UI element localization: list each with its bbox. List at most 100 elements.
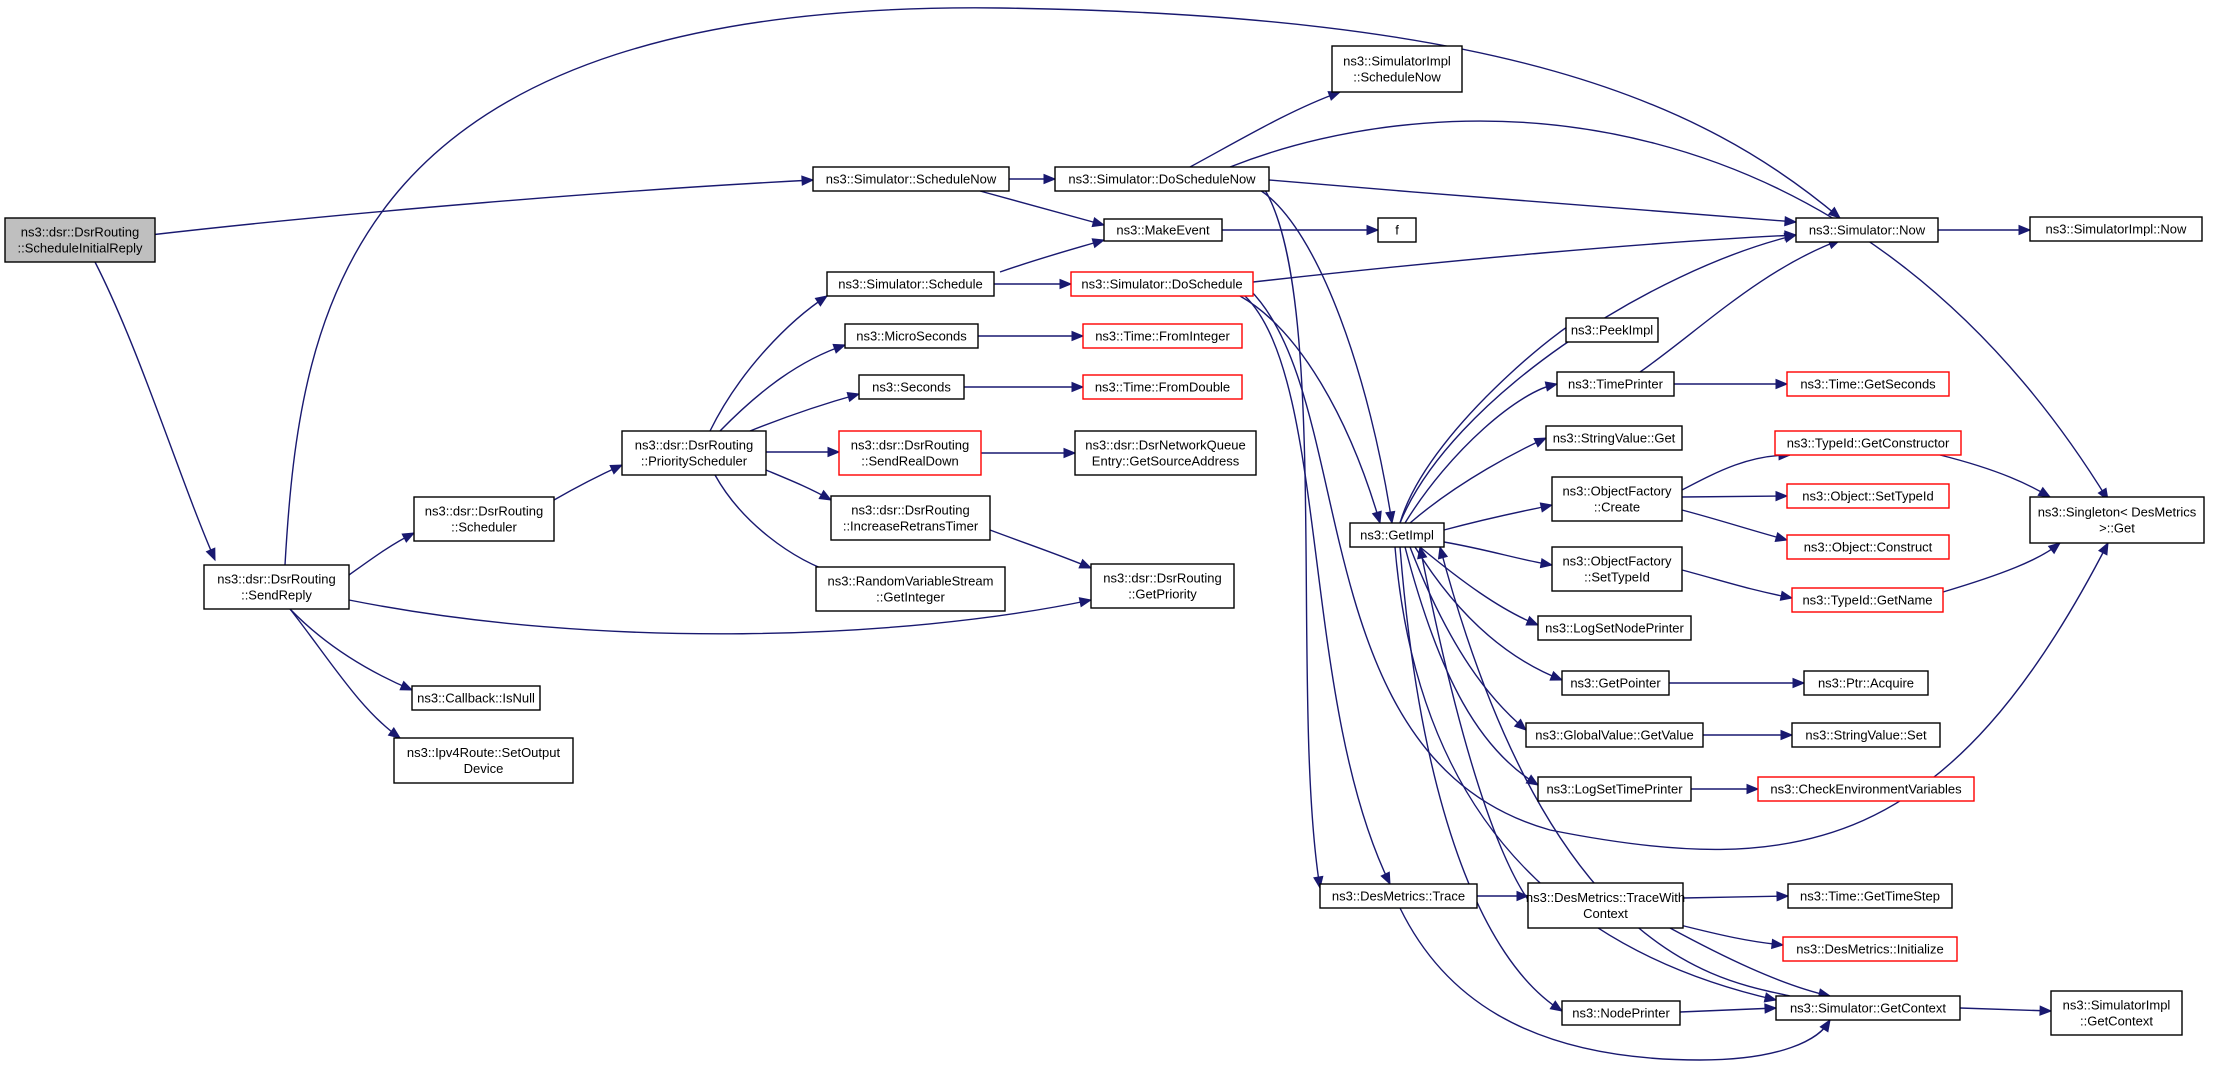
edge-line [1244,295,1391,885]
node-sendReply[interactable]: ns3::dsr::DsrRouting::SendReply [203,564,350,610]
node-getPriority[interactable]: ns3::dsr::DsrRouting::GetPriority [1090,563,1235,609]
node-incRetrans[interactable]: ns3::dsr::DsrRouting::IncreaseRetransTim… [830,495,991,541]
edge-line [1681,569,1793,599]
node-rvsGetInt[interactable]: ns3::RandomVariableStream::GetInteger [815,566,1006,612]
node-label: ::SendRealDown [861,454,959,469]
node-label: >::Get [2099,521,2135,536]
node-getImpl[interactable]: ns3::GetImpl [1349,522,1445,548]
arrowhead [1783,232,1798,243]
node-objConstruct[interactable]: ns3::Object::Construct [1786,534,1950,560]
edge-line [979,190,1105,226]
node-box [1545,425,1683,451]
node-dmTrace[interactable]: ns3::DesMetrics::Trace [1319,883,1478,909]
node-scheduler[interactable]: ns3::dsr::DsrRouting::Scheduler [413,496,555,542]
node-getName[interactable]: ns3::TypeId::GetName [1791,587,1944,613]
node-objSetTypeId[interactable]: ns3::Object::SetTypeId [1786,483,1950,509]
node-f[interactable]: f [1377,217,1417,243]
node-checkEnv[interactable]: ns3::CheckEnvironmentVariables [1757,776,1975,802]
node-label: ns3::MicroSeconds [856,329,967,344]
edge-line [289,608,413,691]
arrowhead [387,727,402,739]
call-edge [1404,546,1540,786]
node-getSrcAddr[interactable]: ns3::dsr::DsrNetworkQueueEntry::GetSourc… [1074,430,1257,476]
node-simGetCtx[interactable]: ns3::Simulator::GetContext [1775,995,1961,1021]
node-nodePrinter[interactable]: ns3::NodePrinter [1561,1000,1681,1026]
node-getSeconds[interactable]: ns3::Time::GetSeconds [1786,371,1950,397]
node-seconds[interactable]: ns3::Seconds [858,374,965,400]
node-fromInteger[interactable]: ns3::Time::FromInteger [1082,323,1243,349]
arrowhead [205,547,216,562]
node-prioSched[interactable]: ns3::dsr::DsrRouting::PriorityScheduler [621,430,767,476]
edge-line [1399,907,1831,1061]
call-edge [1259,189,1396,525]
edge-line [149,179,814,236]
call-edge [1399,907,1831,1061]
arrowhead [1779,590,1794,601]
node-dmInit[interactable]: ns3::DesMetrics::Initialize [1782,936,1958,962]
node-fromDouble[interactable]: ns3::Time::FromDouble [1082,374,1243,400]
node-box [621,430,767,476]
call-edge [1222,224,1380,236]
node-logSetTime[interactable]: ns3::LogSetTimePrinter [1537,776,1692,802]
node-getTimeStep[interactable]: ns3::Time::GetTimeStep [1787,883,1953,909]
node-label: ns3::dsr::DsrRouting [21,225,140,240]
node-box [1787,883,1953,909]
node-implNow[interactable]: ns3::SimulatorImpl::Now [2029,216,2203,242]
node-box [1803,670,1929,696]
node-makeEvent[interactable]: ns3::MakeEvent [1103,218,1223,242]
node-doSchedule[interactable]: ns3::Simulator::DoSchedule [1070,271,1254,297]
node-simNow[interactable]: ns3::Simulator::Now [1795,217,1939,243]
node-label: ns3::Time::FromInteger [1095,329,1230,344]
node-cbIsNull[interactable]: ns3::Callback::IsNull [411,685,541,711]
arrowhead [1516,890,1530,902]
node-singleton[interactable]: ns3::Singleton< DesMetrics>::Get [2029,496,2205,544]
node-microSeconds[interactable]: ns3::MicroSeconds [844,323,979,349]
call-edge [1268,179,1798,227]
node-ptrAcquire[interactable]: ns3::Ptr::Acquire [1803,670,1929,696]
node-box [1527,882,1684,929]
node-sendRealDown[interactable]: ns3::dsr::DsrRouting::SendRealDown [838,430,982,476]
node-gvGetValue[interactable]: ns3::GlobalValue::GetValue [1525,722,1704,748]
arrowhead [1525,774,1540,786]
node-box [2029,496,2205,544]
node-schedNowTop[interactable]: ns3::Simulator::ScheduleNow [812,166,1010,192]
arrowhead [814,295,829,307]
node-label: ns3::ObjectFactory [1562,554,1672,569]
edge-line [989,529,1092,569]
edge-line [1639,239,1841,373]
node-doSchedNow[interactable]: ns3::Simulator::DoScheduleNow [1054,166,1270,192]
edge-line [348,599,1092,635]
node-label: ns3::TypeId::GetConstructor [1787,436,1950,451]
node-simSchedule[interactable]: ns3::Simulator::Schedule [826,271,995,297]
node-label: ::SetTypeId [1584,570,1650,585]
call-nodes: ns3::dsr::DsrRouting::ScheduleInitialRep… [4,45,2205,1036]
node-box [411,685,541,711]
node-label: ns3::LogSetTimePrinter [1546,782,1683,797]
edge-line [1679,1007,1777,1013]
node-timePrinter[interactable]: ns3::TimePrinter [1556,371,1675,397]
node-box [1561,670,1670,696]
call-edge [1443,502,1554,531]
call-edge [1252,230,1798,283]
node-implSchedNow[interactable]: ns3::SimulatorImpl::ScheduleNow [1331,45,1463,93]
node-box [1525,722,1704,748]
node-box [1082,323,1243,349]
node-root[interactable]: ns3::dsr::DsrRouting::ScheduleInitialRep… [4,217,156,263]
node-getCtor[interactable]: ns3::TypeId::GetConstructor [1774,430,1962,456]
node-objFactSetTypeId[interactable]: ns3::ObjectFactory::SetTypeId [1551,546,1683,592]
node-strValSet[interactable]: ns3::StringValue::Set [1791,722,1941,748]
call-edge [1409,546,1527,731]
node-getPointer[interactable]: ns3::GetPointer [1561,670,1670,696]
node-objFactCreate[interactable]: ns3::ObjectFactory::Create [1551,476,1683,522]
node-label: ns3::LogSetNodePrinter [1545,621,1684,636]
node-label: ns3::DesMetrics::TraceWith [1526,890,1685,905]
arrowhead [1774,531,1789,542]
node-strValGet[interactable]: ns3::StringValue::Get [1545,425,1683,451]
node-label: ::GetInteger [876,590,945,605]
node-logSetNode[interactable]: ns3::LogSetNodePrinter [1537,615,1692,641]
node-peekImpl[interactable]: ns3::PeekImpl [1565,317,1659,343]
node-implGetCtx[interactable]: ns3::SimulatorImpl::GetContext [2050,990,2183,1036]
